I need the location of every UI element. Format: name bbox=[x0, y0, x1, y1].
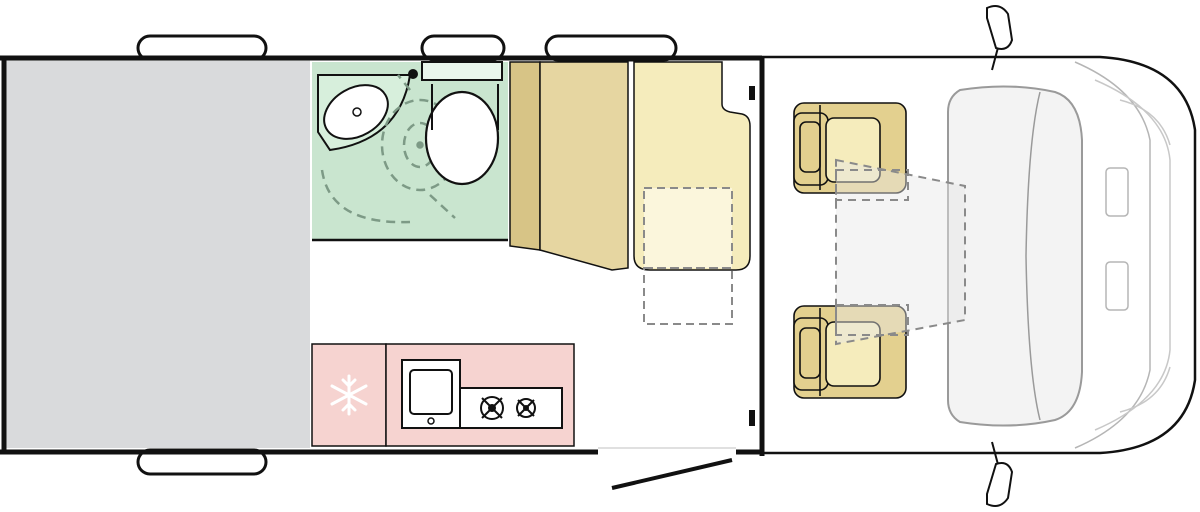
toilet-icon bbox=[421, 61, 503, 186]
roof-windows-top bbox=[136, 34, 678, 62]
grille-bottom bbox=[1105, 261, 1129, 311]
wardrobe bbox=[509, 61, 629, 271]
wing-mirror-icon bbox=[986, 5, 1014, 507]
sink-icon bbox=[317, 69, 418, 152]
snowflake-icon bbox=[330, 374, 368, 416]
outer-wall bbox=[0, 55, 765, 456]
grille-top bbox=[1105, 167, 1129, 217]
rear-bed bbox=[6, 60, 310, 448]
cab-seat-passenger bbox=[793, 305, 907, 399]
mirror-top bbox=[986, 5, 1014, 50]
table-top bbox=[643, 187, 733, 269]
bonnet-lines-2 bbox=[1094, 79, 1171, 431]
gas-burner-icon bbox=[459, 387, 563, 429]
dashboard bbox=[947, 85, 1083, 427]
windscreen-line bbox=[1025, 91, 1041, 421]
cabinet-right bbox=[539, 61, 629, 271]
sliding-door bbox=[611, 458, 733, 490]
bonnet-lines bbox=[1074, 61, 1151, 449]
mirror-bottom bbox=[986, 462, 1014, 507]
headlight-top bbox=[1119, 99, 1171, 146]
table-extension bbox=[643, 267, 733, 325]
cabinet-left bbox=[509, 61, 541, 251]
washroom bbox=[312, 61, 508, 242]
kitchen-sink bbox=[401, 359, 461, 429]
kitchen bbox=[311, 343, 575, 447]
walls bbox=[0, 55, 765, 456]
headlight-bottom bbox=[1119, 366, 1171, 413]
dinette-bench bbox=[633, 61, 751, 325]
swivel-projection bbox=[835, 158, 966, 346]
